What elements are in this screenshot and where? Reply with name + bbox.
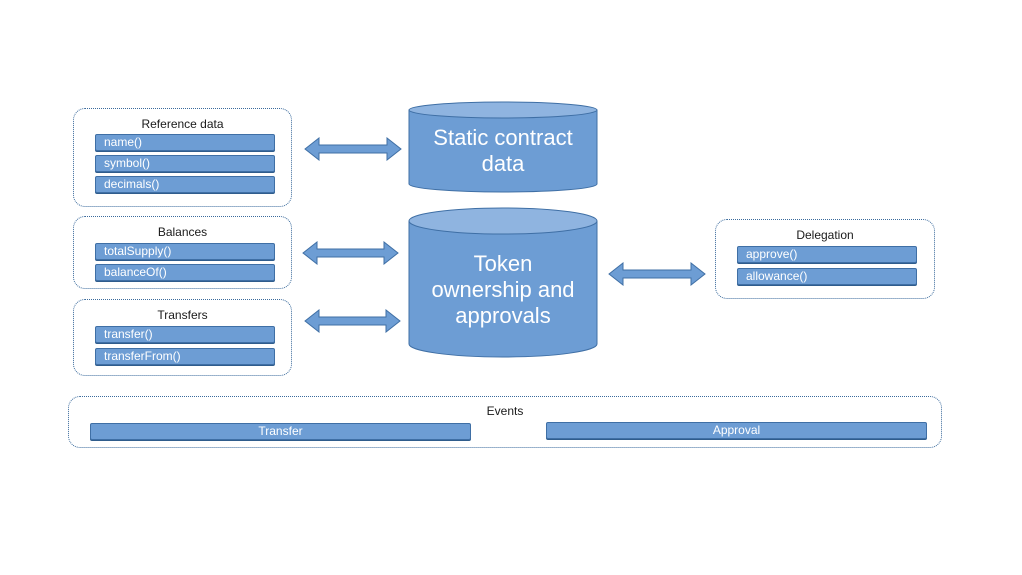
token-store-shape xyxy=(408,207,598,358)
transfer-event: Transfer xyxy=(90,423,471,440)
token-store-label-2: ownership and xyxy=(431,277,575,302)
reference-data-title: Reference data xyxy=(141,117,224,131)
approval-event: Approval xyxy=(546,422,927,439)
token-ownership-store: Token ownership and approvals xyxy=(408,207,598,359)
token-store-label-3: approvals xyxy=(455,303,551,328)
balances-title: Balances xyxy=(157,225,208,239)
transfers-group: Transfers transfer() transferFrom() xyxy=(73,299,292,376)
total-supply-method: totalSupply() xyxy=(95,243,275,260)
decimals-method: decimals() xyxy=(95,176,275,193)
name-method: name() xyxy=(95,134,275,151)
balance-of-method: balanceOf() xyxy=(95,264,275,281)
static-store-shape xyxy=(408,101,598,193)
static-store-label-1: Static contract xyxy=(433,125,573,150)
transfers-to-token-arrow xyxy=(304,309,401,333)
approve-method: approve() xyxy=(737,246,917,263)
static-store-label-2: data xyxy=(481,151,525,176)
allowance-method: allowance() xyxy=(737,268,917,285)
reference-data-group: Reference data name() symbol() decimals(… xyxy=(73,108,292,207)
events-title: Events xyxy=(486,404,524,418)
token-store-label-1: Token xyxy=(473,251,533,276)
symbol-method: symbol() xyxy=(95,155,275,172)
balances-to-token-arrow xyxy=(302,241,399,265)
delegation-title: Delegation xyxy=(796,228,854,242)
transfers-title: Transfers xyxy=(157,308,208,322)
events-group: Events Transfer Approval xyxy=(68,396,942,448)
transfer-method: transfer() xyxy=(95,326,275,343)
balances-group: Balances totalSupply() balanceOf() xyxy=(73,216,292,289)
reference-to-static-arrow xyxy=(304,137,402,161)
delegation-group: Delegation approve() allowance() xyxy=(715,219,935,299)
delegation-to-token-arrow xyxy=(608,262,706,286)
static-contract-data-store: Static contract data xyxy=(408,101,598,193)
transfer-from-method: transferFrom() xyxy=(95,348,275,365)
